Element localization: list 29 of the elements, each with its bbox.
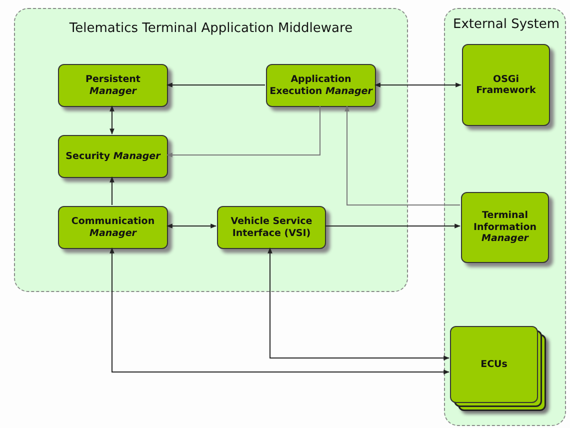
group-panel	[14, 8, 408, 292]
box-label: ECUs	[480, 358, 508, 372]
connector-arrow	[110, 176, 114, 206]
box-label: OSGi Framework	[475, 72, 537, 98]
connector-arrow	[166, 224, 217, 228]
component-box	[58, 64, 168, 107]
box-label: Communication Manager	[70, 215, 156, 240]
connector-arrow	[374, 82, 462, 88]
box-label: Security Manager	[64, 150, 162, 164]
connector-arrow	[344, 105, 460, 206]
component-box	[217, 206, 326, 249]
box-label: Persistent Manager	[84, 73, 142, 98]
connector-arrow	[166, 106, 320, 158]
component-box	[58, 206, 168, 249]
connector-arrow	[324, 224, 461, 228]
component-box	[58, 135, 168, 178]
component-box	[461, 192, 549, 263]
group-panel	[444, 8, 566, 426]
box-label: Application Execution Manager	[268, 73, 374, 98]
group-title: Telematics Terminal Application Middleware	[68, 21, 354, 36]
component-box	[266, 64, 376, 107]
group-title: External System	[453, 17, 560, 32]
box-label: Vehicle Service Interface (VSI)	[230, 215, 314, 240]
connector-arrow	[110, 247, 450, 374]
connector-arrow	[110, 105, 114, 135]
box-label: Terminal Information Manager	[472, 209, 538, 246]
connector-arrow	[268, 247, 450, 360]
connector-arrow	[166, 82, 266, 88]
component-box	[462, 44, 550, 126]
